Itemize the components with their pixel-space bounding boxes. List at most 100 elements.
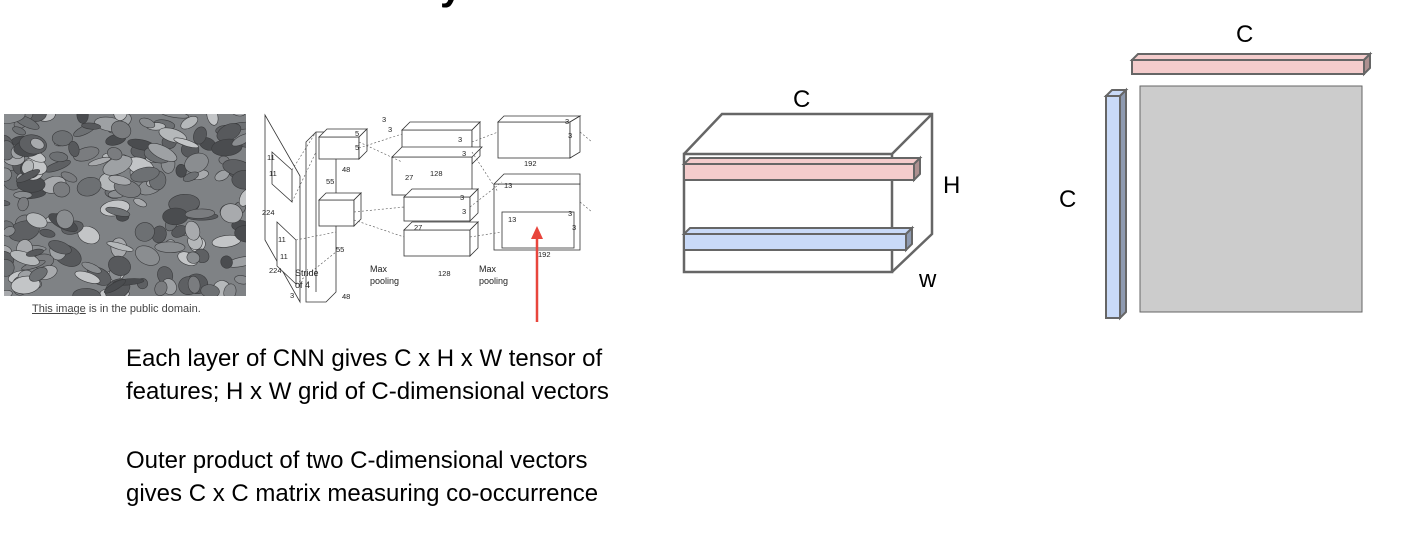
cnn-label: 192 — [538, 250, 551, 259]
pebble — [81, 261, 102, 274]
cnn-label: 3 — [460, 193, 464, 202]
pebble — [154, 241, 186, 253]
cnn-label: Max — [370, 264, 388, 274]
pebble — [108, 255, 131, 276]
conv3-box-1 — [497, 121, 571, 159]
pebble — [108, 174, 132, 186]
tensor-width-label: w — [919, 266, 937, 293]
cnn-label: 48 — [342, 165, 350, 174]
pebble — [73, 146, 100, 162]
pebble — [30, 138, 45, 150]
cnn-label: 13 — [508, 215, 516, 224]
paragraph-line: features; H x W grid of C-dimensional ve… — [126, 378, 609, 405]
pebble — [106, 241, 134, 252]
photo-caption-rest: is in the public domain. — [85, 303, 201, 315]
gram-matrix-square — [1139, 85, 1363, 313]
pebble — [4, 290, 13, 296]
pebble — [26, 248, 44, 257]
pebble — [4, 226, 16, 237]
cnn-label: 48 — [342, 292, 350, 301]
pebble — [193, 126, 207, 145]
cnn-label: 11 — [269, 169, 277, 178]
cnn-label: pooling — [479, 276, 508, 286]
pebble — [4, 259, 15, 277]
cnn-label: 3 — [458, 135, 462, 144]
photo-source-link[interactable]: This image — [32, 303, 86, 315]
pebble — [187, 275, 201, 294]
pebble — [130, 166, 160, 183]
pebble — [231, 132, 246, 147]
cnn-label: 13 — [504, 181, 512, 190]
cnn-label: 224 — [262, 208, 275, 217]
cnn-label: 3 — [572, 223, 576, 232]
feature-layer-arrow — [531, 226, 543, 322]
cnn-label: of 4 — [295, 280, 310, 290]
cnn-label: 3 — [388, 125, 392, 134]
pebble — [139, 117, 156, 129]
pebble — [200, 284, 220, 296]
gram-left-blue-vector — [1103, 87, 1129, 321]
cnn-label: 3 — [568, 131, 572, 140]
pebble — [76, 176, 102, 197]
pebble — [76, 114, 89, 124]
pebbles-photo — [4, 114, 246, 296]
paragraph-outer-product: Outer product of two C-dimensional vecto… — [126, 444, 598, 510]
cnn-label: 5 — [355, 143, 359, 152]
pebble — [52, 181, 71, 198]
cnn-label: 3 — [462, 149, 466, 158]
cnn-label: 3 — [382, 115, 386, 124]
cnn-label: 5 — [355, 129, 359, 138]
pebble — [206, 114, 219, 126]
pebble — [51, 130, 73, 147]
cnn-label: 3 — [568, 209, 572, 218]
gram-left-label: C — [1059, 186, 1077, 213]
pebble — [17, 196, 29, 212]
pebbles-texture — [4, 114, 246, 296]
photo-caption: This image is in the public domain. — [32, 303, 201, 315]
conv1-cube-1 — [318, 136, 360, 160]
cnn-label: 3 — [290, 291, 294, 300]
cnn-label: 27 — [405, 173, 413, 182]
cnn-label: Max — [479, 264, 497, 274]
cnn-architecture-diagram: 5 5 48 11 11 224 3 55 Stride of 4 55 224… — [262, 113, 592, 304]
pebble — [113, 114, 128, 121]
pebble — [15, 169, 41, 183]
conv2-box-4 — [403, 229, 471, 257]
pebble — [238, 189, 246, 207]
pebble — [184, 208, 215, 219]
cnn-label: 11 — [278, 235, 286, 244]
slide-title-fragment: y — [440, 0, 560, 14]
pebble — [184, 152, 209, 174]
pebble — [134, 222, 155, 242]
cnn-label: 128 — [438, 269, 451, 278]
pebble — [159, 114, 189, 119]
pebble — [220, 255, 233, 269]
gram-top-label: C — [1236, 21, 1254, 48]
paragraph-tensor-description: Each layer of CNN gives C x H x W tensor… — [126, 342, 609, 408]
cnn-label: 192 — [524, 159, 537, 168]
cnn-label: 3 — [462, 207, 466, 216]
pebble — [4, 114, 26, 124]
pebble — [186, 251, 201, 264]
pebble — [103, 279, 126, 294]
pebble — [220, 203, 243, 224]
cnn-label: 128 — [430, 169, 443, 178]
pebble — [133, 198, 147, 208]
pebble — [72, 288, 101, 296]
pebble — [68, 141, 80, 157]
pebble — [74, 270, 101, 284]
cnn-label: 224 — [269, 266, 282, 275]
cnn-label: 11 — [280, 252, 288, 261]
pebble — [49, 151, 69, 162]
pebble — [182, 171, 199, 182]
pebble — [29, 267, 48, 282]
pebble — [173, 137, 199, 149]
pebble — [147, 142, 178, 162]
pebble — [60, 171, 78, 183]
cnn-label: 55 — [326, 177, 334, 186]
pebble — [234, 225, 246, 243]
gram-top-pink-vector — [1129, 51, 1373, 77]
pebble — [56, 209, 74, 229]
pebble — [12, 126, 26, 136]
pebble — [184, 220, 201, 241]
